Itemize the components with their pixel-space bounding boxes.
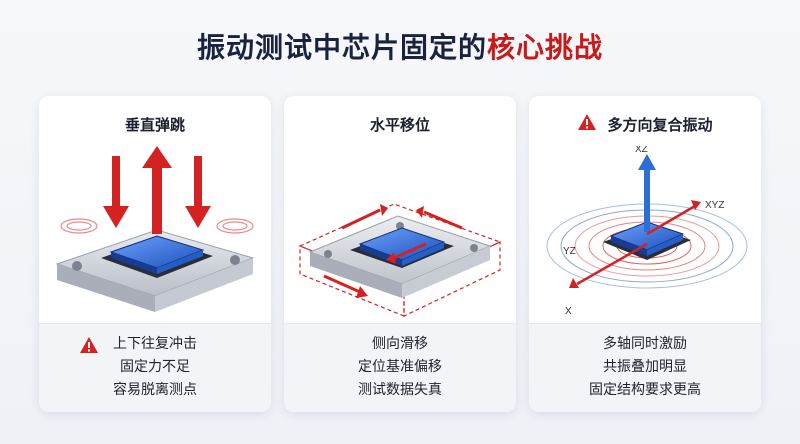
- page-title: 振动测试中芯片固定的核心挑战: [0, 26, 800, 66]
- arrow-down-left: [103, 156, 129, 228]
- chip: [109, 235, 205, 274]
- list-item: 固定力不足: [120, 359, 190, 375]
- warning-icon: [577, 113, 597, 135]
- card-heading: 水平移位: [369, 115, 430, 134]
- list-item: 测试数据失真: [358, 382, 442, 398]
- card-heading: 垂直弹跳: [124, 115, 185, 134]
- arrow-down-right: [185, 156, 211, 228]
- card-header: 多方向复合振动: [529, 110, 761, 138]
- list-item: 定位基准偏移: [358, 359, 442, 375]
- card-horizontal-shift: 水平移位: [284, 96, 516, 412]
- multi-direction-illustration: XZ XYZ YZ X: [546, 146, 748, 317]
- arrow-up-center: [142, 146, 172, 234]
- list-item: 共振叠加明显: [603, 359, 687, 375]
- axis-label-x: X: [565, 306, 572, 317]
- warning-icon: [79, 336, 99, 358]
- vertical-bounce-illustration: [55, 146, 255, 312]
- challenge-list: 多轴同时激励 共振叠加明显 固定结构要求更高: [529, 334, 761, 400]
- axis-arrow-xyz: [646, 200, 701, 236]
- challenge-list: 上下往复冲击 固定力不足 容易脱离测点: [39, 334, 271, 400]
- challenge-list: 侧向滑移 定位基准偏移 测试数据失真: [284, 334, 516, 400]
- title-main: 振动测试中芯片固定的: [196, 31, 487, 64]
- chip: [609, 221, 685, 256]
- card-heading: 多方向复合振动: [607, 115, 713, 134]
- axis-arrow-up: [638, 154, 656, 232]
- vibration-ripple: [60, 218, 254, 234]
- list-item: 多轴同时激励: [603, 336, 687, 352]
- card-multi-direction: 多方向复合振动: [529, 96, 761, 412]
- title-accent: 核心挑战: [487, 31, 604, 64]
- list-item: 容易脱离测点: [113, 382, 197, 398]
- list-item: 固定结构要求更高: [589, 382, 701, 398]
- axis-label-xz: XZ: [635, 146, 648, 155]
- axis-label-xyz: XYZ: [705, 200, 724, 211]
- card-vertical-bounce: 垂直弹跳: [39, 96, 271, 412]
- card-footer: 上下往复冲击 固定力不足 容易脱离测点: [39, 323, 271, 412]
- card-footer: 多轴同时激励 共振叠加明显 固定结构要求更高: [529, 323, 761, 412]
- arrow-shift-top-right: [341, 204, 388, 230]
- arrow-shift-bottom: [323, 274, 368, 298]
- list-item: 上下往复冲击: [113, 336, 197, 352]
- card-header: 水平移位: [284, 110, 516, 138]
- arrow-shift-on-chip: [386, 242, 427, 264]
- card-footer: 侧向滑移 定位基准偏移 测试数据失真: [284, 323, 516, 412]
- axis-arrow-diagonal: [569, 242, 648, 288]
- list-item: 侧向滑移: [372, 336, 428, 352]
- arrow-shift-top-left: [416, 206, 463, 230]
- axis-label-yz: YZ: [563, 246, 576, 257]
- horizontal-shift-illustration: [298, 203, 502, 317]
- card-header: 垂直弹跳: [39, 110, 271, 138]
